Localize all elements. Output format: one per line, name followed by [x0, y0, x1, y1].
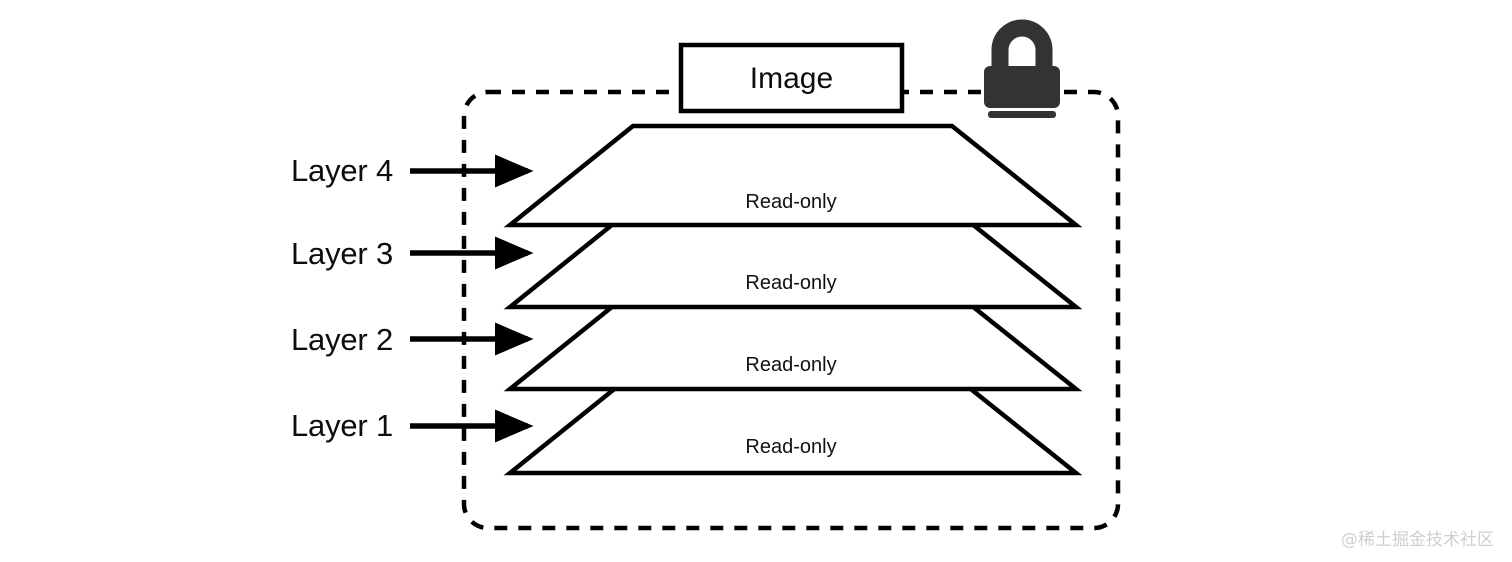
layer-label-3: Layer 3: [291, 236, 393, 271]
image-title-label: Image: [749, 62, 834, 95]
layer-shape-4: [503, 123, 1083, 228]
layer-mode-label-1: Read-only: [745, 436, 837, 458]
layer-mode-label-3: Read-only: [745, 272, 837, 294]
image-boundary-dashed-box: [461, 89, 1121, 531]
layer-mode-label-4: Read-only: [745, 191, 837, 213]
layer-label-2: Layer 2: [291, 322, 393, 357]
layer-label-4: Layer 4: [291, 153, 393, 188]
layer-stack: [503, 123, 1083, 476]
layer-label-1: Layer 1: [291, 408, 393, 443]
pointer-arrows: [410, 154, 534, 443]
layer-mode-label-2: Read-only: [745, 354, 837, 376]
padlock-icon: [984, 19, 1060, 118]
image-title-box: [678, 42, 905, 114]
watermark-text: @稀土掘金技术社区: [1341, 530, 1494, 550]
